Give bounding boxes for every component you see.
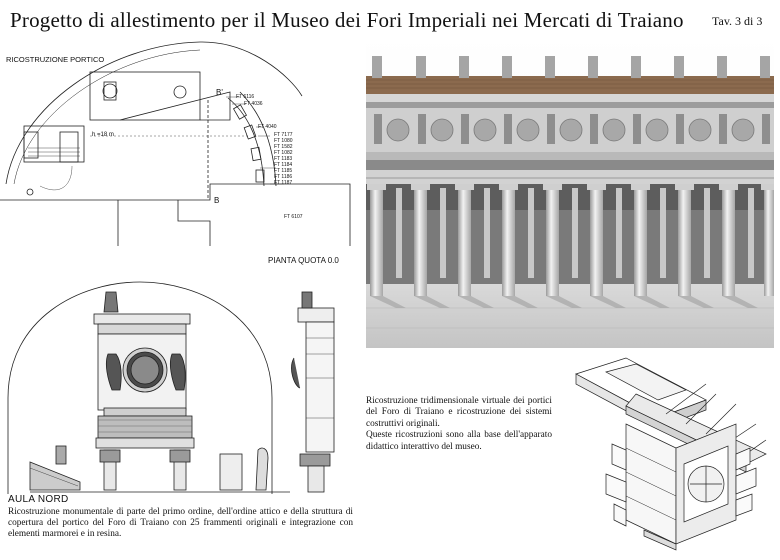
elevation-drawing	[0, 268, 360, 494]
fragment-code: FT 1184	[274, 162, 293, 168]
fragment-code: FT 1185	[274, 168, 293, 174]
fragment-code: FT 1186	[274, 174, 293, 180]
fragment-code: FT 1187	[274, 180, 293, 186]
render-svg	[366, 38, 774, 348]
fragment-code: FT 4040	[258, 124, 277, 130]
elevation-svg	[7, 281, 335, 494]
axonometric-drawing	[566, 354, 776, 554]
section-mark-b-prime: B'	[216, 88, 223, 97]
plan-svg	[0, 41, 351, 246]
section-mark-b: B	[214, 196, 220, 205]
portico-render	[366, 38, 774, 348]
aula-description: Ricostruzione monumentale di parte del p…	[8, 507, 353, 540]
plan-measure: h =18 m	[92, 132, 114, 138]
fragment-code: FT 6107	[284, 214, 303, 220]
render-caption-p2: Queste ricostruzioni sono alla base dell…	[366, 430, 552, 452]
render-caption-p1: Ricostruzione tridimensionale virtuale d…	[366, 396, 552, 429]
fragment-code: FT 1082	[274, 150, 293, 156]
fragment-code: FT 1080	[274, 138, 293, 144]
page-title: Progetto di allestimento per il Museo de…	[10, 8, 684, 32]
axon-svg	[575, 357, 767, 551]
aula-title: AULA NORD	[8, 494, 69, 505]
fragment-code: FT 1582	[274, 144, 293, 150]
plan-drawing: RICOSTRUZIONE PORTICO h =18 m B' B FT 61…	[0, 36, 360, 246]
plate-number: Tav. 3 di 3	[712, 14, 763, 28]
fragment-code: FT 7177	[274, 132, 293, 138]
plan-label-portico: RICOSTRUZIONE PORTICO	[6, 55, 105, 64]
fragment-code: FT 4036	[244, 101, 263, 107]
render-caption: Ricostruzione tridimensionale virtuale d…	[366, 396, 552, 453]
fragment-code: FT 1183	[274, 156, 293, 162]
fragment-code: FT 6116	[236, 94, 255, 100]
plan-quota-label: PIANTA QUOTA 0.0	[268, 256, 339, 265]
